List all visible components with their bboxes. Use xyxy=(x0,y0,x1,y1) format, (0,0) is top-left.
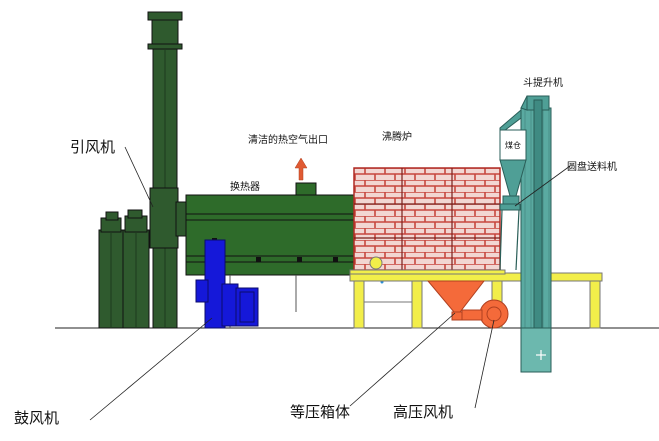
round-disc-feeder xyxy=(499,203,521,271)
leader-hp-fan xyxy=(474,319,495,409)
leader-blower xyxy=(89,317,213,421)
label-plenum: 等压箱体 xyxy=(290,403,350,421)
bucket-elevator xyxy=(520,95,552,373)
label-boiling-furnace: 沸腾炉 xyxy=(382,130,412,143)
label-clean-hot-air-outlet: 清洁的热空气出口 xyxy=(248,133,328,146)
label-coal-bin: 煤仓 xyxy=(505,140,521,150)
chimney xyxy=(147,11,183,329)
label-induced-fan: 引风机 xyxy=(70,138,115,156)
boiling-furnace xyxy=(353,167,501,274)
coal-bin xyxy=(499,129,527,205)
blower xyxy=(195,239,259,329)
label-blower: 鼓风机 xyxy=(14,409,59,427)
hot-air-outlet-arrow xyxy=(294,157,308,181)
label-heat-exchanger: 换热器 xyxy=(230,180,260,193)
label-round-disc-feeder: 圆盘送料机 xyxy=(567,160,617,173)
leader-disc-feeder xyxy=(514,165,571,207)
high-pressure-fan xyxy=(461,299,509,329)
leader-induced-fan xyxy=(124,146,154,208)
label-hp-fan: 高压风机 xyxy=(393,403,453,421)
induced-fan xyxy=(149,187,191,249)
leader-plenum xyxy=(349,312,456,407)
label-bucket-elevator: 斗提升机 xyxy=(523,76,563,89)
dust-collector-cylinders xyxy=(98,209,150,329)
